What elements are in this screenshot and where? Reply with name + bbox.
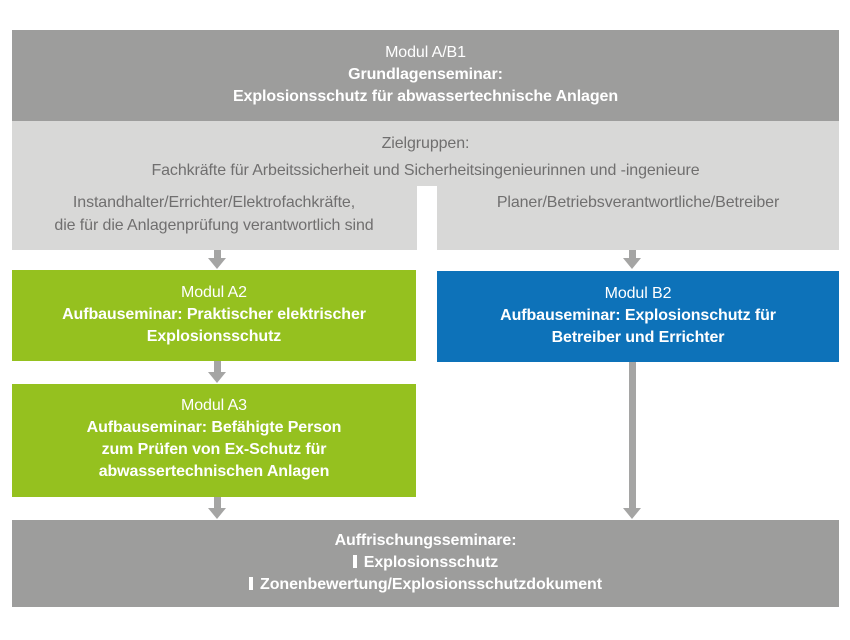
target-groups-heading: Zielgruppen: (381, 135, 470, 152)
arrow-b2-to-refresher-icon (623, 362, 641, 519)
refresher-box: Auffrischungsseminare: Explosionsschutz … (12, 520, 839, 607)
refresher-heading: Auffrischungsseminare: (334, 532, 517, 549)
arrow-head (208, 258, 226, 269)
module-b2-box: Modul B2 Aufbauseminar: Explosionschutz … (437, 271, 839, 362)
module-a3-subtitle: Aufbauseminar: Befähigte Person zum Prüf… (86, 419, 342, 480)
refresher-item: Explosionsschutz (12, 552, 839, 574)
module-b2-title: Modul B2 (604, 285, 672, 302)
refresher-item-label: Zonenbewertung/Explosionsschutzdokument (260, 576, 602, 593)
bullet-bar-icon (352, 555, 357, 568)
module-a2-subtitle: Aufbauseminar: Praktischer elektrischer … (62, 306, 366, 345)
module-ab1-subtitle: Grundlagenseminar: Explosionsschutz für … (232, 66, 619, 105)
target-groups-common: Fachkräfte für Arbeitssicherheit und Sic… (151, 162, 700, 179)
arrow-shaft (628, 362, 636, 508)
column-divider (417, 186, 437, 250)
arrow-basic-to-b2-icon (623, 250, 641, 269)
arrow-head (208, 508, 226, 519)
arrow-head (623, 258, 641, 269)
bullet-bar-icon (249, 577, 254, 590)
arrow-shaft (213, 361, 221, 372)
arrow-a3-to-refresher-icon (208, 497, 226, 519)
module-ab1-box: Modul A/B1 Grundlagenseminar: Explosions… (12, 30, 839, 121)
target-group-left: Instandhalter/Errichter/Elektrofachkräft… (54, 194, 374, 234)
module-a2-title: Modul A2 (181, 284, 247, 301)
refresher-item-label: Explosionsschutz (363, 554, 499, 571)
refresher-item: Zonenbewertung/Explosionsschutzdokument (12, 574, 839, 596)
arrow-shaft (628, 250, 636, 258)
arrow-shaft (213, 497, 221, 508)
arrow-head (208, 372, 226, 383)
module-a3-title: Modul A3 (181, 397, 247, 414)
arrow-a2-to-a3-icon (208, 361, 226, 383)
module-ab1-title: Modul A/B1 (385, 44, 466, 61)
arrow-basic-to-a2-icon (208, 250, 226, 269)
module-a2-box: Modul A2 Aufbauseminar: Praktischer elek… (12, 270, 416, 361)
target-group-right: Planer/Betriebsverantwortliche/Betreiber (496, 194, 780, 211)
module-a3-box: Modul A3 Aufbauseminar: Befähigte Person… (12, 384, 416, 497)
module-b2-subtitle: Aufbauseminar: Explosionschutz für Betre… (500, 307, 776, 346)
arrow-head (623, 508, 641, 519)
arrow-shaft (213, 250, 221, 258)
